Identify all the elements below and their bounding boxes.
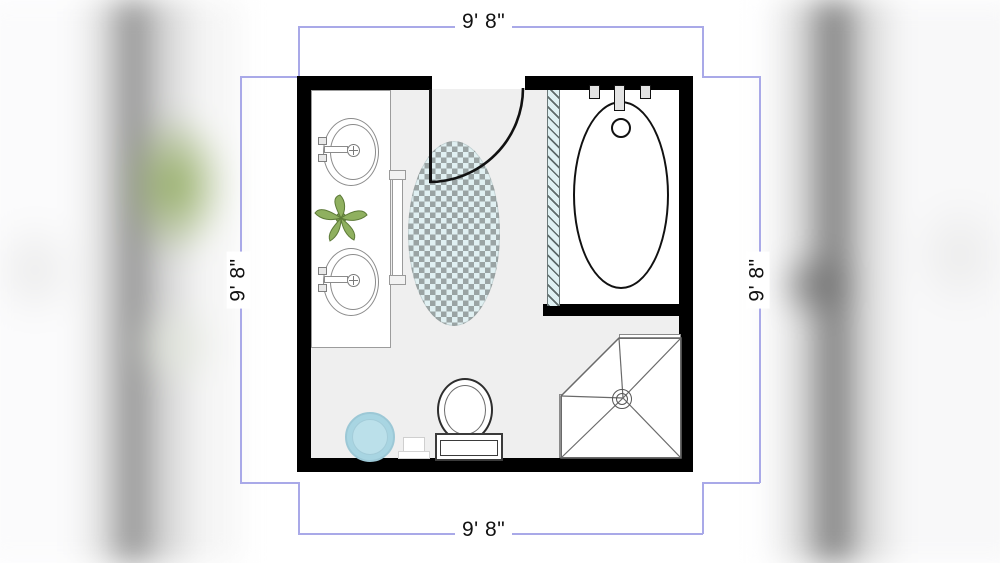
sink-lower-faucet-knob-cold[interactable]: [318, 284, 327, 292]
dim-right-label: 9' 8": [745, 251, 770, 309]
potted-plant: [313, 193, 369, 243]
dim-right-top-tick: [702, 76, 760, 78]
vanity-mirror-glass: [444, 385, 486, 435]
dim-right-bottom-tick: [702, 482, 760, 484]
door-opening: [432, 76, 525, 89]
sink-upper-drain-icon: [347, 144, 360, 157]
bathtub-handle-left[interactable]: [589, 85, 600, 99]
sink-lower-faucet-knob-hot[interactable]: [318, 267, 327, 275]
glass-partition-wall: [547, 90, 560, 306]
dim-top-right-tick: [702, 26, 704, 78]
towel-rail-bracket-top: [389, 170, 406, 180]
dim-top-label: 9' 8": [455, 10, 513, 34]
bathtub-handle-right[interactable]: [640, 85, 651, 99]
dim-top-left-tick: [298, 26, 300, 78]
round-blue-rug-inner: [352, 419, 388, 455]
dim-bottom-label: 9' 8": [455, 518, 513, 542]
door-panel[interactable]: [429, 89, 432, 181]
wall-left: [297, 76, 311, 472]
towel-rail[interactable]: [392, 171, 403, 284]
sink-lower-faucet-spout[interactable]: [324, 276, 348, 283]
sink-lower-drain-icon: [347, 274, 360, 287]
wall-bottom: [297, 458, 693, 472]
dim-left-bottom-tick: [240, 482, 298, 484]
dim-left-top-tick: [240, 76, 298, 78]
sink-upper-faucet-knob-cold[interactable]: [318, 154, 327, 162]
small-stool-base: [398, 451, 430, 459]
wall-top-right: [525, 76, 693, 90]
wall-top-left: [297, 76, 432, 90]
dim-left-label: 9' 8": [226, 251, 251, 309]
background-blur-right: [760, 0, 1000, 563]
dim-bottom-right-tick: [702, 482, 704, 534]
bathtub-drain-icon: [611, 118, 631, 138]
background-blur-left: [0, 0, 240, 563]
sink-upper-faucet-knob-hot[interactable]: [318, 137, 327, 145]
bathtub-faucet-spout[interactable]: [614, 85, 625, 111]
checkered-oval-rug[interactable]: [408, 141, 500, 326]
floor-plan: [297, 76, 693, 480]
wall-tub-alcove-bottom: [543, 304, 693, 316]
dim-bottom-left-tick: [298, 482, 300, 534]
towel-rail-bracket-bottom: [389, 275, 406, 285]
door-swing-arc: [427, 86, 531, 186]
shower-drain-inner: [616, 393, 628, 405]
sink-upper-faucet-spout[interactable]: [324, 146, 348, 153]
makeup-vanity-drawer[interactable]: [440, 440, 498, 456]
shower-drain-icon: [612, 389, 632, 409]
wall-right: [679, 76, 693, 472]
shower-pan-diagonals: [560, 337, 682, 459]
